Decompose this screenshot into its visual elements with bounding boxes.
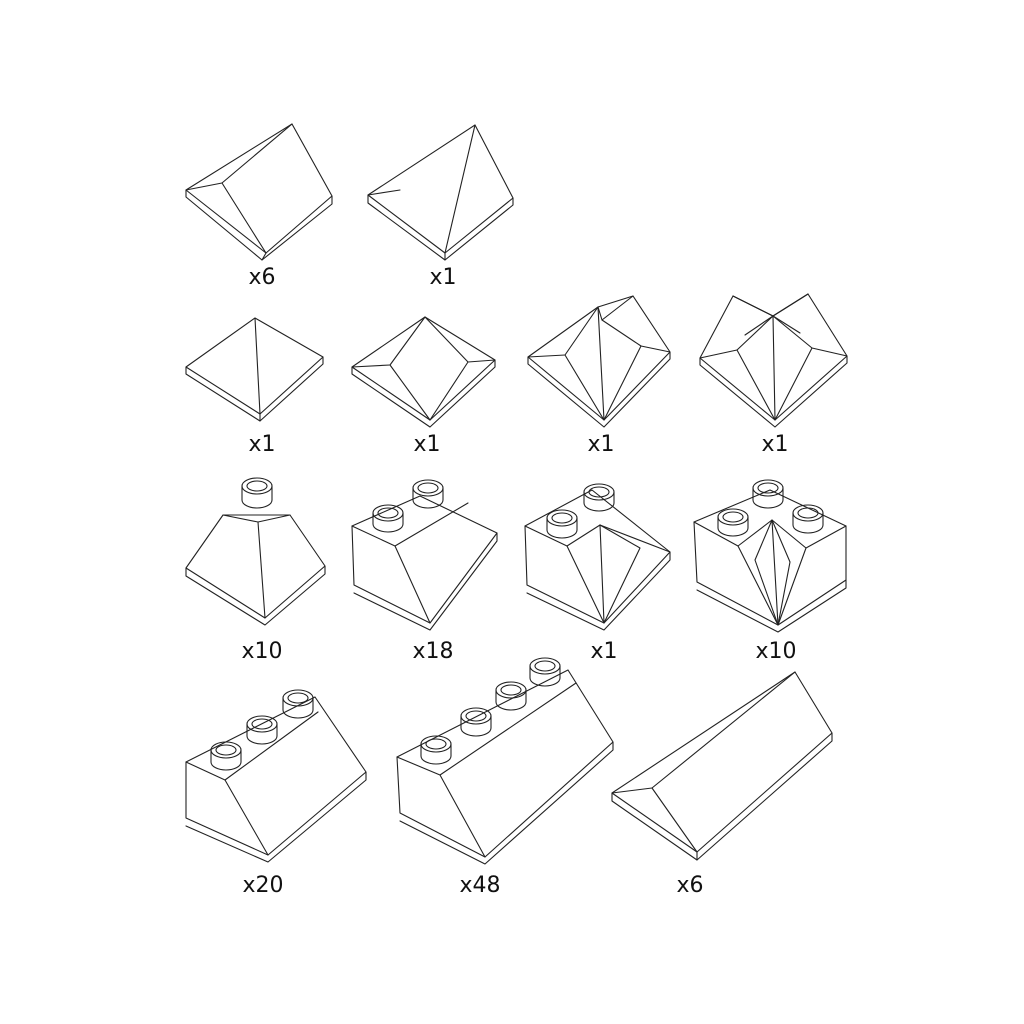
roof-tile-2x2-drawing xyxy=(185,123,333,261)
part-count-label: x48 xyxy=(459,873,501,898)
part-count-label: x1 xyxy=(413,432,441,457)
roof-slope-4-stud-drawing xyxy=(396,657,614,865)
roof-corner-outside-brick-drawing xyxy=(693,479,847,633)
part-count-label: x1 xyxy=(590,639,618,664)
roof-slope-3-stud-drawing xyxy=(185,689,367,863)
pyramid-tile-ridge-drawing xyxy=(351,316,496,428)
part-count-label: x18 xyxy=(412,639,454,664)
part-count-label: x20 xyxy=(242,873,284,898)
roof-corner-outside-drawing xyxy=(367,124,514,261)
part-count-label: x6 xyxy=(248,265,276,290)
part-count-label: x10 xyxy=(241,639,283,664)
pyramid-tile-small-drawing xyxy=(185,317,324,422)
part-count-label: x1 xyxy=(248,432,276,457)
part-count-label: x1 xyxy=(429,265,457,290)
roof-corner-inside-tile-drawing xyxy=(527,295,671,428)
part-count-label: x6 xyxy=(676,873,704,898)
roof-slope-long-tile-drawing xyxy=(611,671,833,861)
roof-corner-inside-brick-drawing xyxy=(524,483,671,631)
part-count-label: x10 xyxy=(755,639,797,664)
roof-cross-tile-drawing xyxy=(699,293,848,428)
part-count-label: x1 xyxy=(761,432,789,457)
roof-slope-2x2-drawing xyxy=(351,479,498,631)
part-count-label: x1 xyxy=(587,432,615,457)
roof-top-single-stud-drawing xyxy=(185,477,326,626)
